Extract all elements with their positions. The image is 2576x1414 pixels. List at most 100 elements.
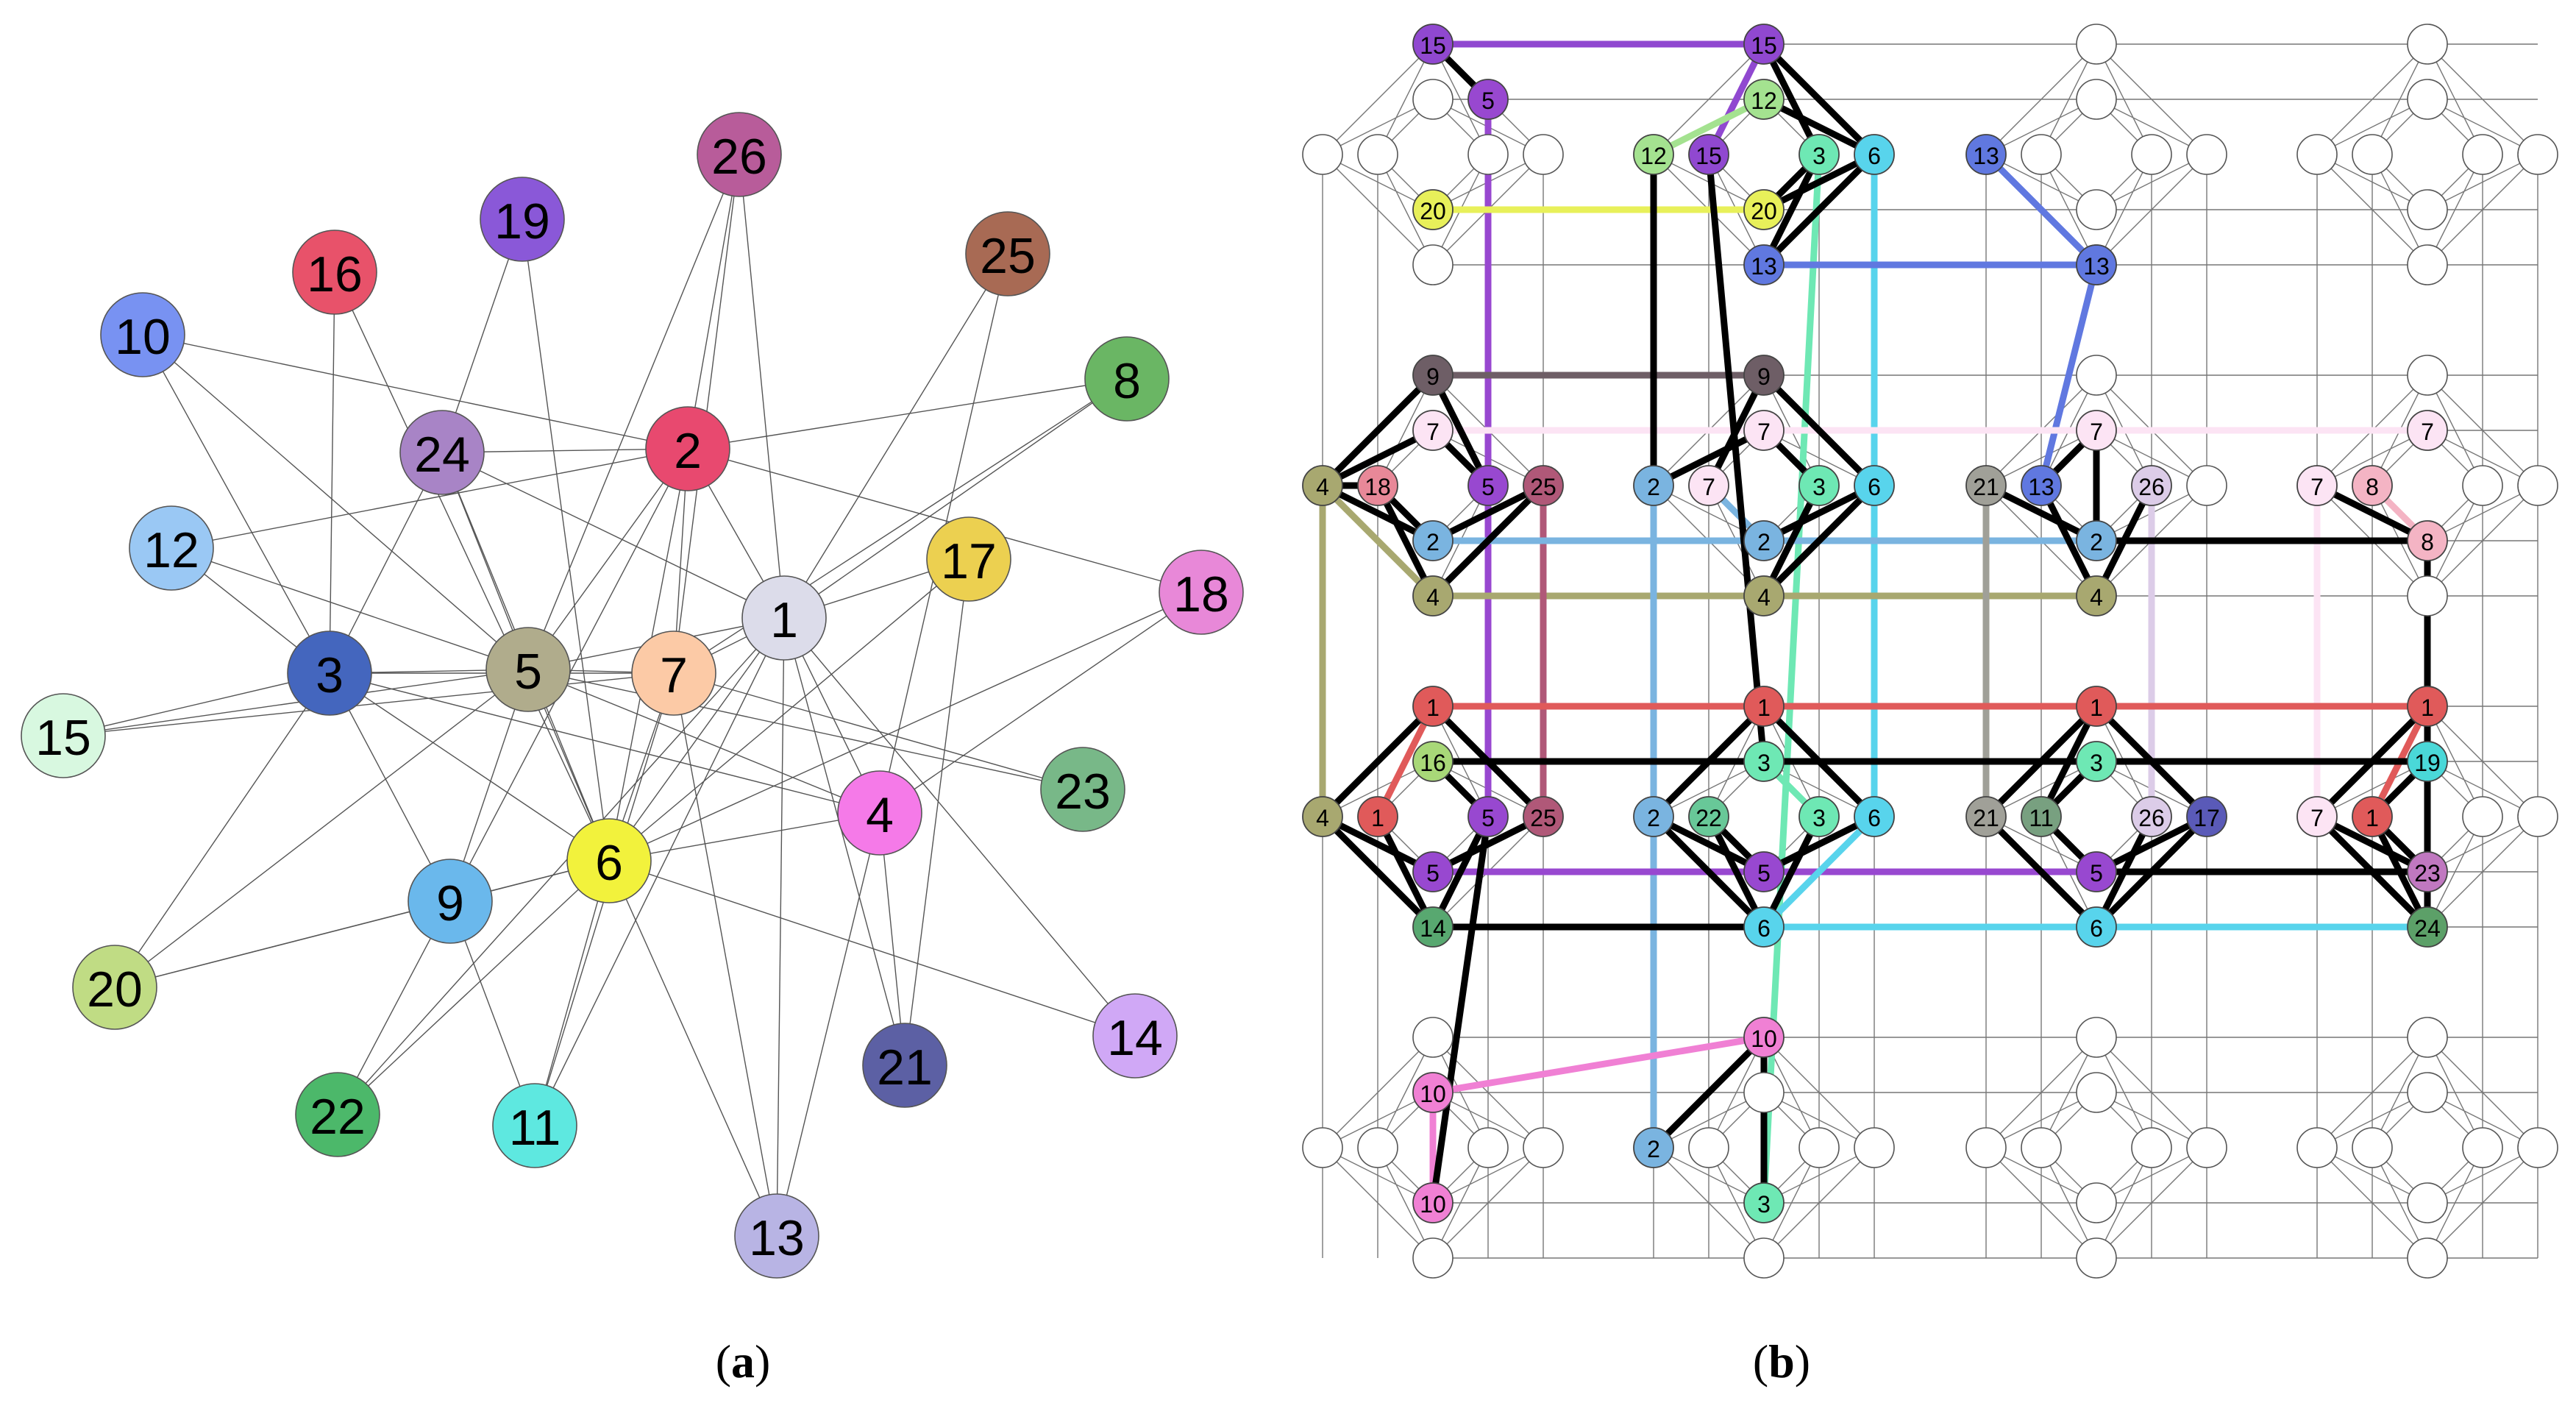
hardware-edge	[2096, 99, 2207, 155]
mapped-qubit-circle	[2352, 465, 2393, 506]
chain-edge-1	[1374, 703, 1437, 820]
hardware-edge	[2427, 99, 2538, 155]
mapped-qubit-label: 6	[1868, 474, 1881, 500]
empty-qubit	[2407, 1017, 2448, 1058]
mapped-qubit-circle	[1743, 244, 1785, 285]
graph-node-2: 2	[645, 406, 730, 491]
coupler-edge	[1429, 372, 1492, 489]
mapped-qubit-circle	[1633, 796, 1674, 837]
graph-edge-1-6	[608, 617, 785, 861]
graph-node-15: 15	[21, 693, 106, 778]
graph-node-17: 17	[926, 516, 1011, 602]
mapped-qubit-label: 13	[1751, 253, 1777, 280]
hardware-edge	[1322, 99, 1434, 155]
mapped-qubit-label: 13	[1973, 143, 1999, 169]
coupler-edge	[1982, 813, 2100, 931]
graph-node-label: 10	[115, 309, 171, 365]
empty-qubit	[2021, 134, 2062, 175]
coupler-edge	[1374, 813, 1437, 931]
empty-qubit	[2517, 134, 2558, 175]
graph-node-circle	[965, 211, 1050, 296]
graph-node-circle	[926, 516, 1011, 602]
chain-edge-12	[1650, 96, 1768, 158]
mapped-qubit-circle	[1633, 1127, 1674, 1168]
mapped-qubit-7: 7	[2296, 465, 2338, 506]
mapped-qubit-label: 21	[1973, 474, 1999, 500]
graph-node-label: 6	[595, 835, 623, 891]
coupler-edge	[2093, 703, 2210, 820]
coupler-edge	[1319, 703, 1437, 820]
empty-qubit	[1357, 1127, 1398, 1168]
mapped-qubit-circle	[1412, 520, 1454, 561]
graph-edge-4-13	[776, 812, 880, 1237]
mapped-qubit-label: 8	[2366, 474, 2379, 500]
empty-qubit	[1467, 134, 1509, 175]
mapped-qubit-label: 4	[1757, 584, 1771, 611]
mapped-qubit-circle	[1743, 355, 1785, 396]
graph-edge-10-3	[142, 334, 330, 674]
chain-edge-6	[1760, 813, 1878, 931]
mapped-qubit-circle	[1743, 1182, 1785, 1223]
mapped-qubit-label: 10	[1420, 1081, 1446, 1107]
mapped-qubit-circle	[1688, 465, 1729, 506]
mapped-qubit-circle	[2296, 465, 2338, 506]
mapped-qubit-circle	[2186, 796, 2227, 837]
graph-edge-11-1	[534, 617, 785, 1126]
empty-qubit	[2186, 134, 2227, 175]
mapped-qubit-circle	[1743, 741, 1785, 782]
graph-edge-8-1	[783, 378, 1128, 619]
mapped-qubit-circle	[1965, 796, 2007, 837]
graph-edge-9-20	[114, 900, 451, 988]
mapped-qubit-1: 1	[2076, 686, 2117, 727]
mapped-qubit-20: 20	[1743, 189, 1785, 230]
graph-edge-4-6	[608, 812, 880, 861]
mapped-qubit-circle	[1523, 465, 1564, 506]
mapped-qubit-circle	[2407, 686, 2448, 727]
graph-node-circle	[129, 505, 214, 591]
graph-node-22: 22	[295, 1072, 380, 1157]
graph-node-label: 14	[1107, 1010, 1163, 1066]
mapped-qubit-circle	[2076, 410, 2117, 451]
coupler-edge	[1760, 482, 1878, 544]
graph-node-label: 4	[866, 787, 894, 843]
mapped-qubit-6: 6	[1743, 906, 1785, 948]
graph-edge-12-5	[171, 547, 529, 670]
mapped-qubit-4: 4	[1302, 796, 1343, 837]
empty-qubit	[1798, 1127, 1840, 1168]
empty-qubit	[2462, 134, 2503, 175]
mapped-qubit-circle	[1688, 134, 1729, 175]
graph-node-label: 7	[660, 647, 688, 703]
coupler-edge	[1982, 482, 2100, 544]
mapped-qubit-circle	[1633, 134, 1674, 175]
mapped-qubit-circle	[1854, 796, 1895, 837]
coupler-edge	[1650, 813, 1768, 931]
panel-a-network-graph: 1234567891011121314151617181920212223242…	[21, 112, 1244, 1279]
empty-qubit	[2076, 1237, 2117, 1279]
empty-qubit	[2407, 24, 2448, 65]
empty-qubit	[2517, 796, 2558, 837]
mapped-qubit-label: 16	[1420, 750, 1446, 776]
mapped-qubit-circle	[1523, 796, 1564, 837]
graph-node-20: 20	[72, 945, 157, 1030]
empty-qubit	[2021, 1127, 2062, 1168]
mapped-qubit-label: 5	[2090, 860, 2103, 887]
coupler-edge	[2369, 813, 2431, 931]
empty-qubit	[1412, 79, 1454, 120]
mapped-qubit-label: 20	[1751, 198, 1777, 224]
mapped-qubit-8: 8	[2352, 465, 2393, 506]
graph-node-label: 2	[674, 423, 702, 479]
mapped-qubit-label: 2	[2090, 529, 2103, 555]
coupler-edge	[1760, 40, 1878, 158]
coupler-edge	[1429, 482, 1547, 600]
mapped-qubit-14: 14	[1412, 906, 1454, 948]
graph-node-26: 26	[697, 112, 782, 197]
mapped-qubit-circle	[1302, 796, 1343, 837]
empty-qubit	[1302, 1127, 1343, 1168]
mapped-qubit-13: 13	[2076, 244, 2117, 285]
mapped-qubit-circle	[1743, 686, 1785, 727]
coupler-edge	[1760, 40, 1823, 158]
graph-node-circle	[645, 406, 730, 491]
caption-a: (a)	[716, 1335, 771, 1388]
graph-node-circle	[295, 1072, 380, 1157]
